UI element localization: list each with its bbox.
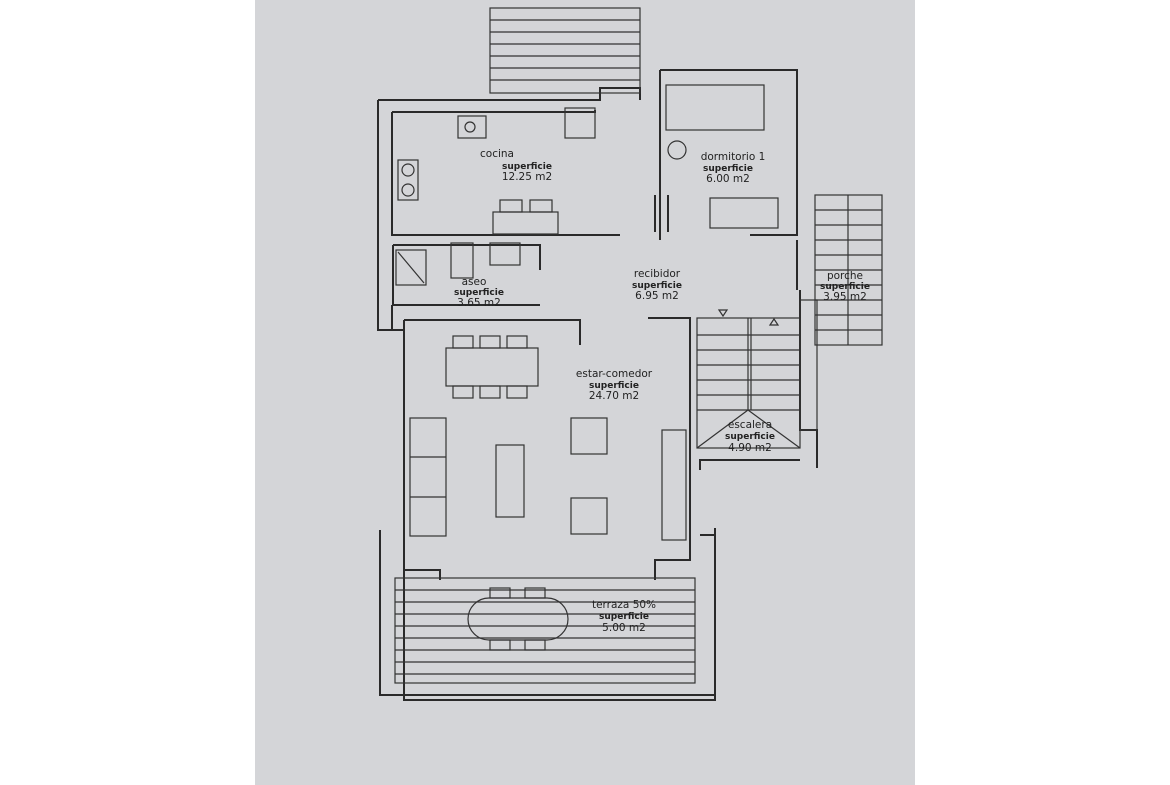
svg-text:superficie: superficie <box>703 164 753 174</box>
svg-text:superficie: superficie <box>632 281 682 291</box>
svg-text:superficie: superficie <box>454 288 504 298</box>
svg-text:6.95 m2: 6.95 m2 <box>635 290 679 302</box>
room-label-estar-comedor: estar-comedor superficie 24.70 m2 <box>576 368 653 402</box>
room-label-escalera: escalera superficie 4.90 m2 <box>725 419 775 454</box>
room-label-recibidor: recibidor superficie 6.95 m2 <box>632 268 682 302</box>
staircase <box>696 299 818 449</box>
svg-text:6.00 m2: 6.00 m2 <box>706 173 750 185</box>
room-label-terraza: terraza 50% superficie 5.00 m2 <box>592 599 656 634</box>
svg-text:porche: porche <box>827 270 863 282</box>
svg-text:superficie: superficie <box>599 612 649 622</box>
svg-text:5.00 m2: 5.00 m2 <box>602 622 646 634</box>
svg-text:superficie: superficie <box>820 282 870 292</box>
svg-text:12.25 m2: 12.25 m2 <box>502 171 552 183</box>
north-deck <box>489 7 641 94</box>
room-label-porche: porche superficie 3.95 m2 <box>820 270 870 303</box>
svg-text:3.65 m2: 3.65 m2 <box>457 297 501 309</box>
svg-text:superficie: superficie <box>725 432 775 442</box>
porch-deck <box>814 194 883 346</box>
svg-text:cocina: cocina <box>480 148 514 160</box>
furniture <box>395 84 779 651</box>
svg-text:superficie: superficie <box>502 162 552 172</box>
svg-text:superficie: superficie <box>589 381 639 391</box>
svg-text:terraza 50%: terraza 50% <box>592 599 656 611</box>
svg-text:dormitorio 1: dormitorio 1 <box>701 151 766 163</box>
room-label-aseo: aseo superficie 3.65 m2 <box>454 276 504 309</box>
svg-text:recibidor: recibidor <box>634 268 681 280</box>
svg-text:4.90 m2: 4.90 m2 <box>728 442 772 454</box>
svg-text:24.70 m2: 24.70 m2 <box>589 390 639 402</box>
walls <box>377 69 818 701</box>
svg-text:escalera: escalera <box>728 419 772 431</box>
svg-text:estar-comedor: estar-comedor <box>576 368 653 380</box>
paper-sheet <box>255 0 915 785</box>
room-label-cocina: cocina superficie 12.25 m2 <box>480 148 552 183</box>
room-label-dormitorio: dormitorio 1 superficie 6.00 m2 <box>701 151 766 185</box>
svg-text:3.95 m2: 3.95 m2 <box>823 291 867 303</box>
svg-text:aseo: aseo <box>462 276 487 288</box>
